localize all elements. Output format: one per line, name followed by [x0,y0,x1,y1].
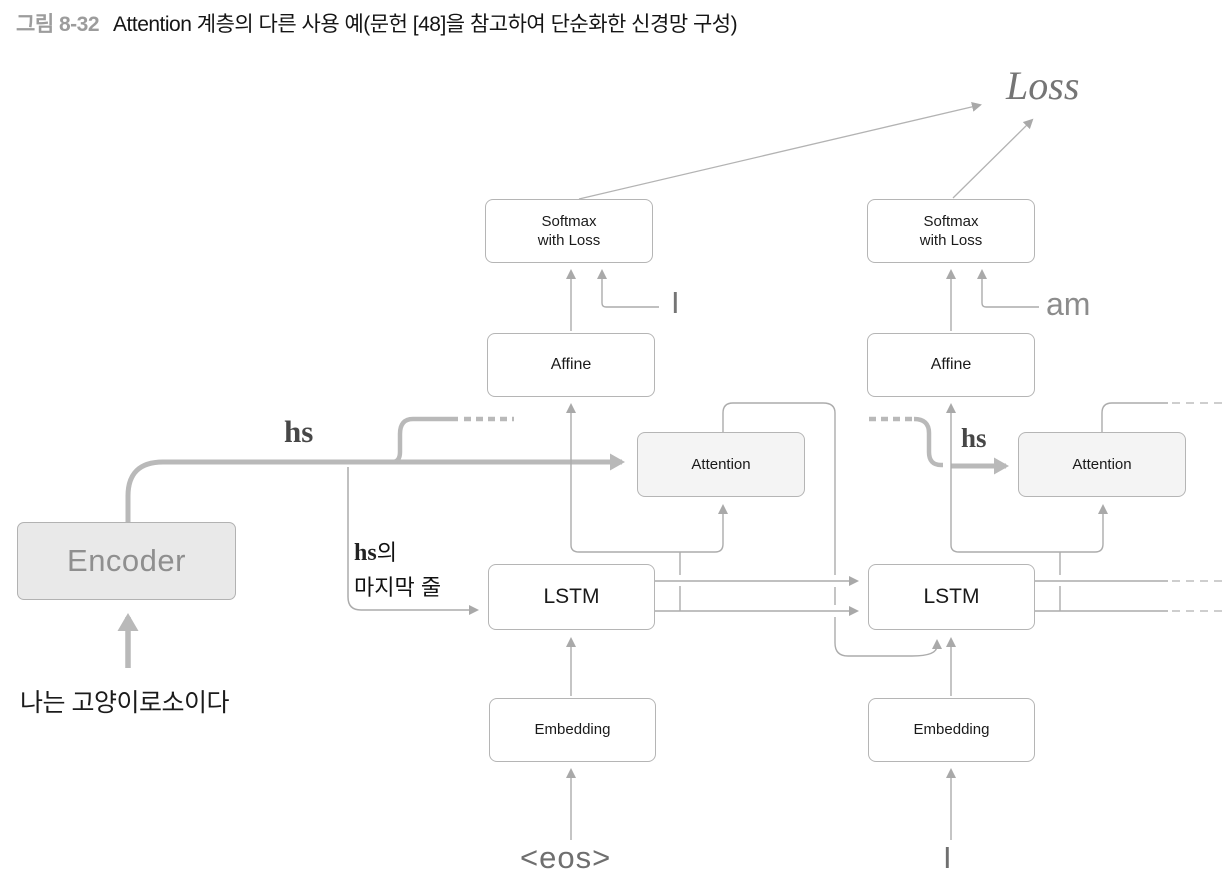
affine-box-right: Affine [867,333,1035,397]
hs-main-arrow [125,453,625,522]
figure-number: 그림 8-32 [16,13,100,36]
hs-last-row-arrow [347,467,479,615]
hs-last-row-line1: hs의 [354,540,397,566]
embedding-box-right: Embedding [868,698,1035,762]
loss-label: Loss [1006,63,1080,108]
hs-label-left: hs [284,414,314,449]
target-word-right: am [1046,286,1091,322]
hs-last-row-note: hs의 마지막 줄 [354,535,441,604]
attention-box-left: Attention [637,432,805,497]
input-word-left: <eos> [520,840,612,875]
lstm-box-right: LSTM [868,564,1035,630]
attention-out-left [722,402,937,657]
affine-box-left: Affine [487,333,655,397]
softmax-box-left: Softmax with Loss [485,199,653,263]
lstm-box-left: LSTM [488,564,655,630]
hs-last-row-line2: 마지막 줄 [354,575,442,600]
softmax-box-right: Softmax with Loss [867,199,1035,263]
target-arrow-left [597,269,659,308]
input-word-right: I [943,840,953,875]
figure-title: 그림 8-32 Attention 계층의 다른 사용 예(문헌 [48]을 참… [16,8,738,38]
hs-label-right: hs [961,423,987,453]
loss-arrow-left [578,101,982,200]
encoder-input-sentence: 나는 고양이로소이다 [20,689,229,717]
embedding-box-left: Embedding [489,698,656,762]
target-word-left: I [671,285,680,320]
figure-caption: Attention 계층의 다른 사용 예(문헌 [48]을 참고하여 단순화한… [113,13,738,36]
attention-out-right [1101,402,1168,432]
loss-arrow-right [952,118,1034,199]
attention-box-right: Attention [1018,432,1186,497]
target-arrow-right [977,269,1039,308]
encoder-box: Encoder [17,522,236,600]
hs-branch-line [391,416,458,465]
state-to-attention-right [950,504,1108,553]
lstm-out-lines-right [1035,580,1168,612]
state-to-attention-left [570,504,728,553]
hs-right-curve [913,416,943,468]
lstm-out-dashed-right [1172,580,1224,612]
